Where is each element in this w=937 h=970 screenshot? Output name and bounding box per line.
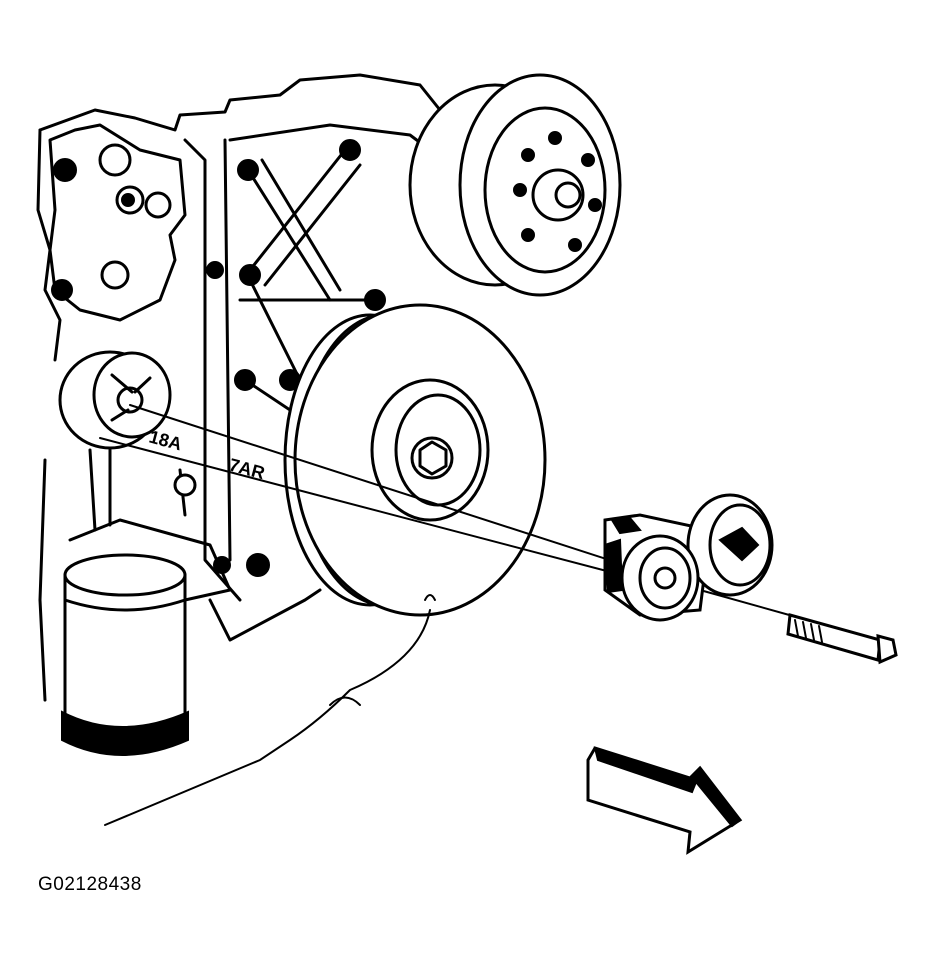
oil-pan [38, 458, 431, 826]
mounting-bracket [48, 123, 187, 322]
idler-pulley [58, 350, 172, 450]
engine-block [36, 73, 442, 602]
belt-tensioner [603, 493, 774, 622]
figure-id-label: G02128438 [38, 874, 142, 895]
crankshaft-pulley [283, 303, 547, 617]
alignment-lines [99, 404, 801, 619]
front-direction-arrow-icon [586, 746, 743, 855]
tensioner-bolt [786, 613, 898, 665]
upper-pulley [408, 73, 622, 297]
engine-text-7ar: 7AR [227, 455, 267, 484]
engine-text-18a: 18A [147, 427, 184, 455]
oil-filter [61, 448, 232, 756]
